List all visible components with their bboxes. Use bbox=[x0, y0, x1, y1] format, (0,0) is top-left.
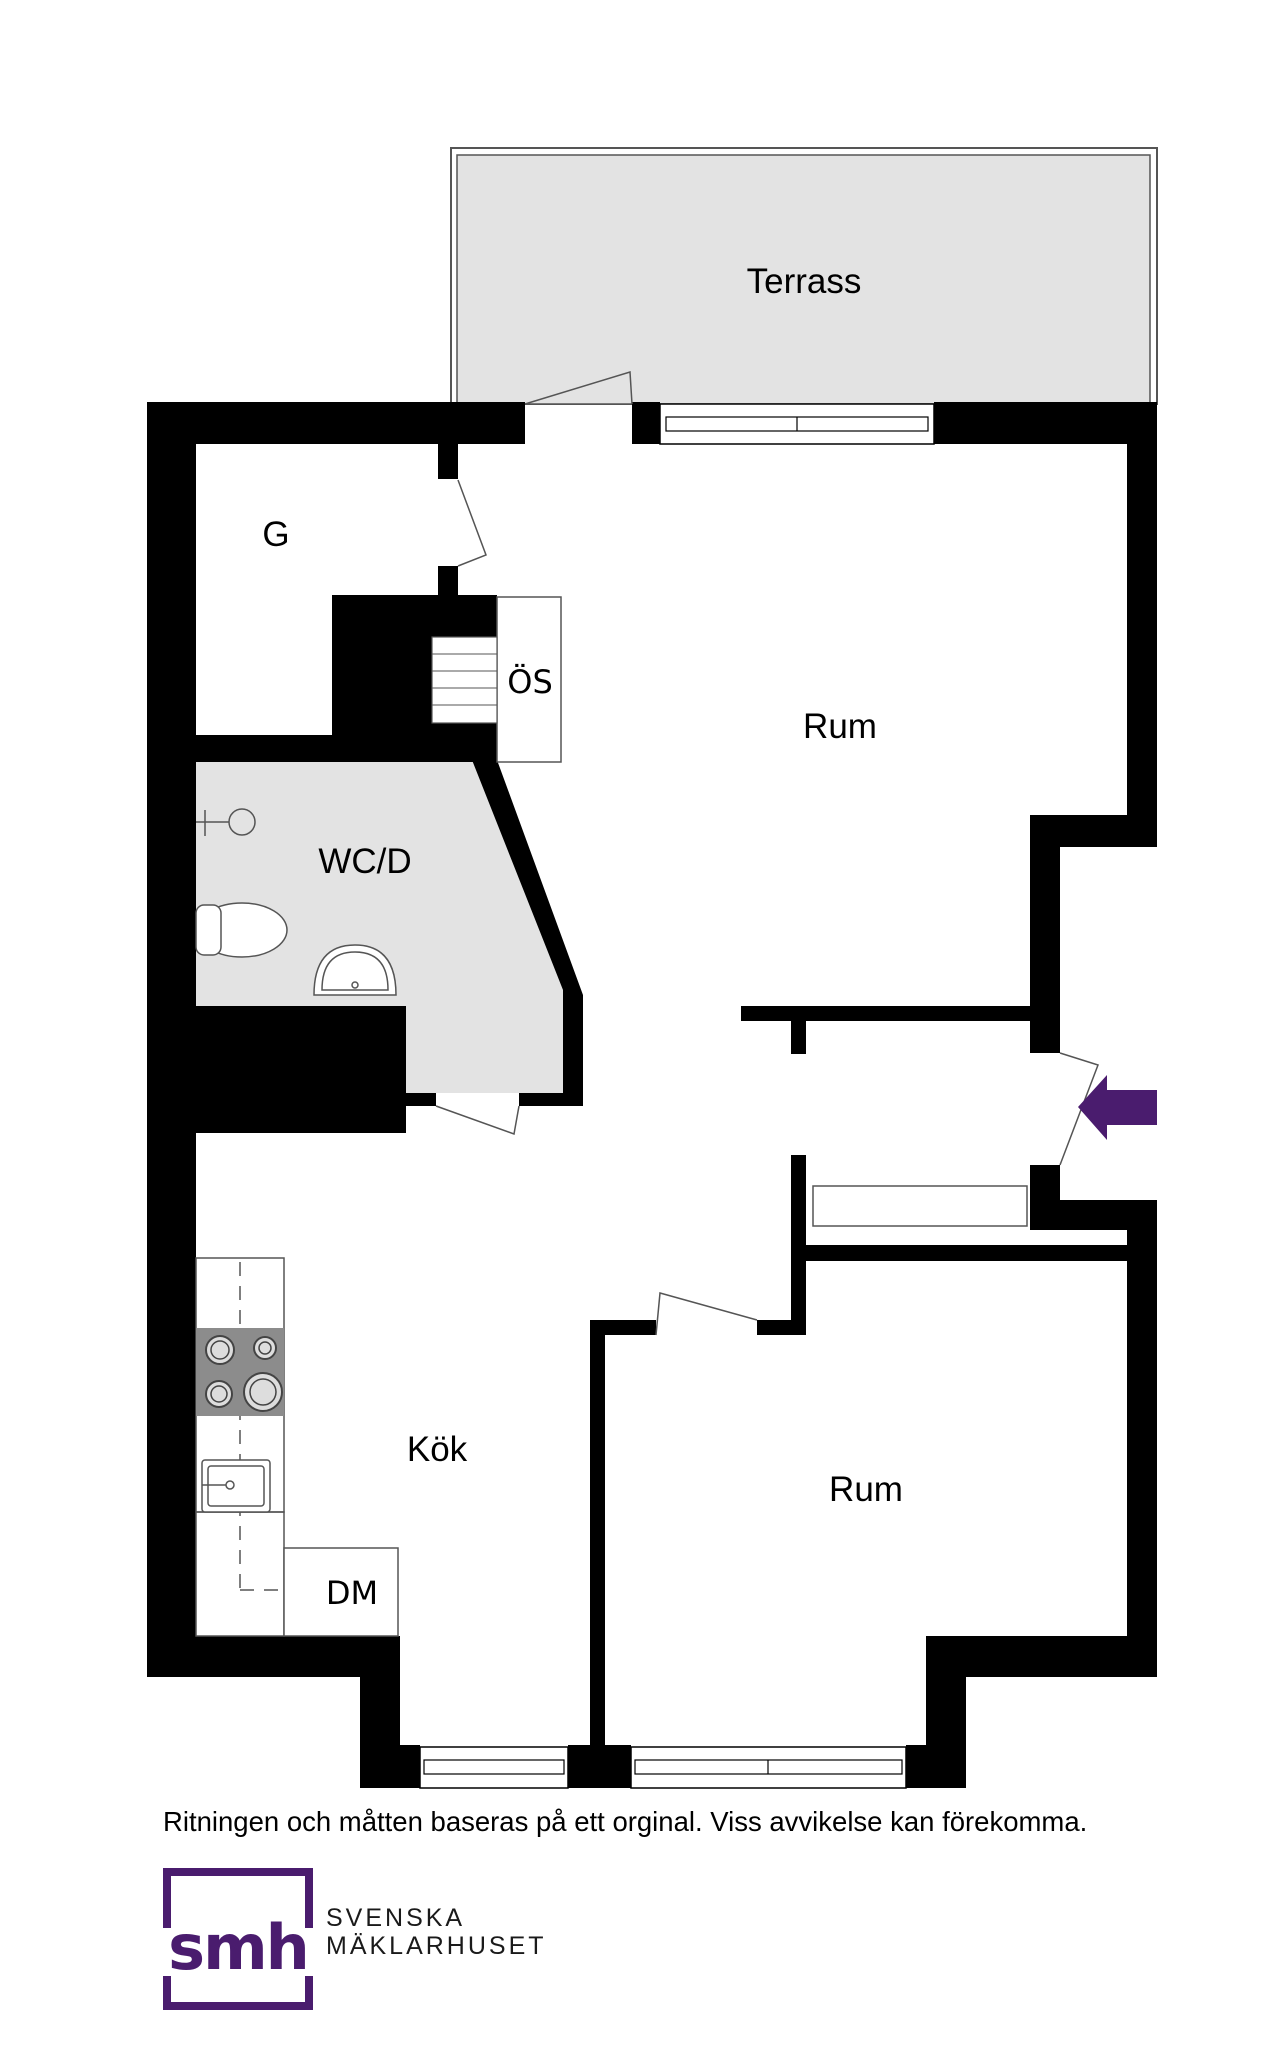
living-room-label: Rum bbox=[803, 707, 877, 746]
stove-icon bbox=[196, 1328, 284, 1416]
brand-name: SVENSKA MÄKLARHUSET bbox=[326, 1904, 547, 1960]
bedroom-label: Rum bbox=[829, 1470, 903, 1509]
floor-plan: Terrass bbox=[147, 147, 1158, 1789]
brand-line1: SVENSKA bbox=[326, 1904, 466, 1932]
dishwasher-label: DM bbox=[326, 1574, 378, 1612]
window-top bbox=[659, 403, 935, 445]
window-kitchen bbox=[419, 1746, 569, 1789]
brand-line2: MÄKLARHUSET bbox=[326, 1932, 547, 1960]
doors bbox=[435, 371, 1099, 1336]
bathroom-floor bbox=[196, 760, 563, 1093]
terrace-label: Terrass bbox=[747, 262, 862, 301]
window-bedroom bbox=[630, 1746, 907, 1789]
walls bbox=[147, 402, 1157, 1788]
sink-icon bbox=[201, 1459, 271, 1513]
garderob-label: G bbox=[262, 515, 289, 554]
terrace: Terrass bbox=[450, 147, 1158, 405]
entrance-arrow-icon bbox=[1078, 1075, 1157, 1140]
washbasin-icon bbox=[313, 944, 397, 996]
toilet-icon bbox=[195, 902, 288, 958]
brand-logo: smh bbox=[163, 1868, 313, 2010]
hall-cabinet bbox=[812, 1185, 1028, 1227]
bathroom-label: WC/D bbox=[318, 842, 411, 881]
stairs: ÖS bbox=[431, 596, 562, 763]
kitchen-counter: DM bbox=[195, 1257, 399, 1637]
disclaimer-text: Ritningen och måtten baseras på ett orgi… bbox=[163, 1806, 1088, 1837]
logo-text: smh bbox=[168, 1911, 308, 1984]
stairs-label: ÖS bbox=[507, 663, 553, 701]
shower-icon bbox=[196, 808, 256, 836]
kitchen-label: Kök bbox=[407, 1430, 468, 1469]
